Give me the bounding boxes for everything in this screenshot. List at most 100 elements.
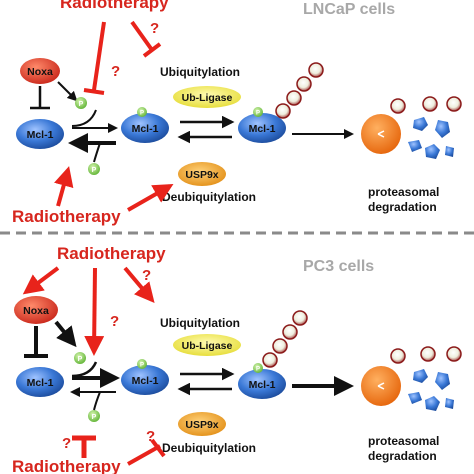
- phospho-label: P: [140, 363, 144, 369]
- dephosphorylation-curve: [93, 142, 101, 163]
- phospho-label: P: [256, 111, 260, 117]
- ubiquitin-node: [422, 96, 438, 112]
- noxa-node: [14, 296, 58, 324]
- proteasomal-label: proteasomal: [368, 185, 439, 199]
- phospho-node: [137, 107, 147, 117]
- phospho-label: P: [78, 356, 83, 363]
- ubiquitin-node: [292, 310, 308, 326]
- inhibit-bar-ligase: [142, 42, 162, 58]
- radiotherapy-label-top: Radiotherapy: [57, 244, 166, 263]
- usp9x-node: [178, 162, 226, 186]
- ubiquitin-node: [446, 96, 462, 112]
- fragment: [413, 117, 428, 131]
- cell-line-label: PC3 cells: [303, 258, 374, 275]
- panel-lncap: LNCaP cells Radiotherapy ? ? Noxa Mcl-1 …: [12, 0, 462, 226]
- ubiquitin-node: [390, 348, 406, 364]
- fragment: [425, 396, 440, 411]
- ubiquitin-node: [420, 346, 436, 362]
- peptide-fragments: [408, 369, 454, 411]
- deubiquitylation-label: Deubiquitylation: [162, 441, 256, 455]
- question-mark: ?: [142, 267, 151, 284]
- mcl1-label: Mcl-1: [249, 123, 276, 135]
- ubiquitin-node: [286, 90, 302, 106]
- ub-ligase-label: Ub-Ligase: [182, 92, 233, 104]
- radiotherapy-noxa-arrow: [22, 266, 60, 295]
- mcl1-node: [16, 119, 64, 149]
- fragment: [413, 369, 428, 383]
- usp9x-label: USP9x: [185, 419, 218, 431]
- phospho-label: P: [92, 167, 97, 174]
- mcl1-label: Mcl-1: [249, 379, 276, 391]
- ubiquitylation-label: Ubiquitylation: [160, 65, 240, 79]
- radiotherapy-activate-arrow: [54, 166, 74, 207]
- radiotherapy-ligase-arrow: [123, 266, 155, 304]
- usp9x-node: [178, 412, 226, 436]
- phospho-node: [253, 107, 263, 117]
- phospho-node: [88, 163, 100, 175]
- proteasome-marker: [377, 382, 385, 390]
- phospho-label: P: [256, 367, 260, 373]
- mcl1-node: [121, 365, 169, 395]
- fragment: [435, 372, 450, 390]
- proteasome-marker: [377, 130, 385, 138]
- phospho-node: [253, 363, 263, 373]
- proteasome-node: [361, 366, 401, 406]
- phospho-label: P: [79, 101, 84, 108]
- ub-ligase-label: Ub-Ligase: [182, 340, 233, 352]
- question-mark: ?: [146, 428, 155, 445]
- question-mark: ?: [110, 313, 119, 330]
- noxa-arrow: [54, 320, 77, 348]
- phospho-node: [137, 359, 147, 369]
- proteasomal-label: proteasomal: [368, 434, 439, 448]
- ub-ligase-node: [173, 86, 241, 108]
- noxa-label: Noxa: [27, 66, 53, 78]
- ubiquitin-node: [446, 346, 462, 362]
- ubiquitin-node: [308, 62, 324, 78]
- radiotherapy-label-bottom: Radiotherapy: [12, 207, 121, 226]
- mcl1-node: [16, 367, 64, 397]
- fragment: [408, 392, 422, 404]
- ub-ligase-node: [173, 334, 241, 356]
- peptide-fragments: [408, 117, 454, 159]
- phosphorylation-curve: [71, 109, 97, 127]
- phospho-node: [74, 352, 86, 364]
- radiotherapy-phospho-arrow: [84, 267, 105, 356]
- phospho-node: [88, 410, 100, 422]
- proteasome-node: [361, 114, 401, 154]
- dephosphorylation-curve: [93, 391, 101, 411]
- ubiquitin-node: [282, 324, 298, 340]
- fragment: [425, 144, 440, 159]
- noxa-label: Noxa: [23, 305, 49, 317]
- radiotherapy-inhibit-usp9x-line: [127, 444, 161, 466]
- mcl1-label: Mcl-1: [27, 129, 54, 141]
- ubiquitin-chain: [262, 310, 308, 368]
- noxa-node: [20, 58, 60, 84]
- ubiquitin-node: [296, 76, 312, 92]
- radiotherapy-label-top: Radiotherapy: [60, 0, 169, 12]
- radiotherapy-inhibit-ligase-line: [130, 20, 154, 52]
- deubiquitylation-label: Deubiquitylation: [162, 190, 256, 204]
- radiotherapy-inhibit-line: [92, 21, 106, 91]
- phosphorylation-curve: [71, 361, 98, 378]
- degradation-label: degradation: [368, 449, 437, 463]
- ubiquitin-node: [262, 352, 278, 368]
- mcl1-label: Mcl-1: [132, 123, 159, 135]
- cell-line-label: LNCaP cells: [303, 1, 395, 18]
- mcl1-label: Mcl-1: [132, 375, 159, 387]
- radiotherapy-label-bottom: Radiotherapy: [12, 457, 121, 474]
- question-mark: ?: [62, 435, 71, 452]
- degradation-label: degradation: [368, 200, 437, 214]
- mcl1-node: [238, 113, 286, 143]
- radiotherapy-usp9x-arrow: [127, 184, 174, 212]
- phospho-label: P: [140, 111, 144, 117]
- panel-pc3: PC3 cells Radiotherapy ? ? Noxa Mcl-1 P …: [12, 244, 462, 474]
- phospho-node: [75, 97, 87, 109]
- phospho-label: P: [92, 414, 97, 421]
- ubiquitin-node: [275, 103, 291, 119]
- question-mark: ?: [111, 63, 120, 80]
- inhibit-bar: [83, 88, 105, 95]
- ubiquitin-chain: [275, 62, 324, 119]
- usp9x-label: USP9x: [185, 169, 218, 181]
- fragment: [408, 140, 422, 152]
